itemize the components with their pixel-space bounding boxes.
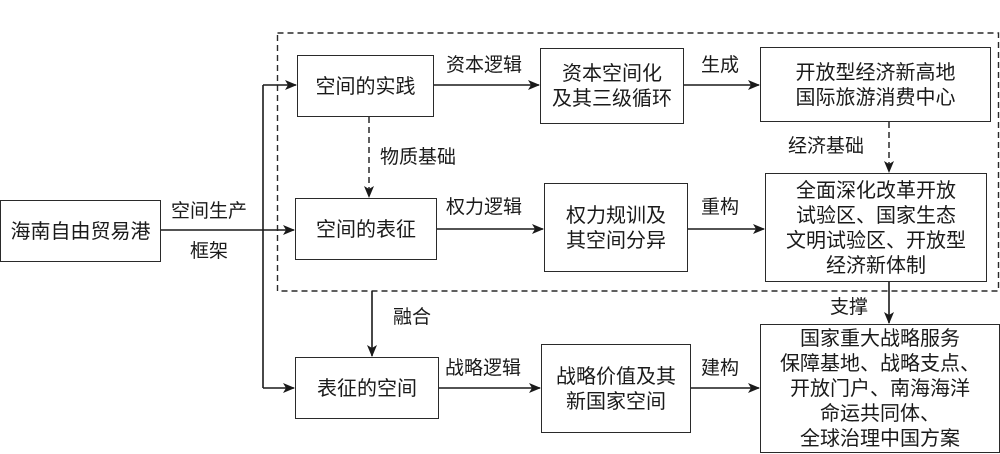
node-label: 国家重大战略服务 保障基地、战略支点、 开放门户、南海海洋 命运共同体、 全球治… bbox=[780, 326, 980, 450]
node-label: 海南自由贸易港 bbox=[10, 218, 151, 243]
node-label: 资本空间化 及其三级循环 bbox=[552, 61, 672, 110]
label-fusion: 融合 bbox=[393, 306, 432, 328]
node-spatial-practice: 空间的实践 bbox=[297, 55, 434, 117]
node-label: 表征的空间 bbox=[317, 375, 417, 400]
node-outcome-reform-pilot: 全面深化改革开放 试验区、国家生态 文明试验区、开放型 经济新体制 bbox=[765, 173, 987, 282]
label-capital-logic: 资本逻辑 bbox=[446, 54, 523, 76]
dashed-group-frame bbox=[276, 32, 1000, 292]
node-label: 空间的实践 bbox=[315, 73, 416, 98]
node-label: 开放型经济新高地 国际旅游消费中心 bbox=[795, 59, 956, 109]
node-representation-of-space: 空间的表征 bbox=[295, 198, 437, 260]
node-strategic-value: 战略价值及其 新国家空间 bbox=[541, 344, 691, 433]
node-label: 全面深化改革开放 试验区、国家生态 文明试验区、开放型 经济新体制 bbox=[786, 177, 966, 277]
label-generate: 生成 bbox=[701, 54, 740, 76]
node-representational-spaces: 表征的空间 bbox=[295, 357, 439, 419]
label-reconstruct: 重构 bbox=[701, 196, 740, 218]
node-capital-spatialization: 资本空间化 及其三级循环 bbox=[540, 48, 684, 124]
node-label: 空间的表征 bbox=[316, 216, 416, 241]
node-outcome-open-economy: 开放型经济新高地 国际旅游消费中心 bbox=[760, 47, 991, 122]
label-construct: 建构 bbox=[701, 357, 740, 379]
node-hainan-ftp: 海南自由贸易港 bbox=[0, 200, 161, 262]
label-material-basis: 物质基础 bbox=[380, 146, 457, 168]
label-framework: 框架 bbox=[190, 240, 229, 262]
node-label: 权力规训及 其空间分异 bbox=[566, 202, 666, 252]
label-support: 支撑 bbox=[830, 296, 869, 318]
label-power-logic: 权力逻辑 bbox=[446, 196, 523, 218]
label-economic-basis: 经济基础 bbox=[788, 135, 865, 157]
node-label: 战略价值及其 新国家空间 bbox=[556, 363, 676, 413]
node-outcome-national-strategy: 国家重大战略服务 保障基地、战略支点、 开放门户、南海海洋 命运共同体、 全球治… bbox=[760, 324, 1000, 453]
label-strategic-logic: 战略逻辑 bbox=[445, 357, 522, 379]
node-power-discipline: 权力规训及 其空间分异 bbox=[544, 183, 688, 272]
label-space-production: 空间生产 bbox=[171, 200, 248, 222]
